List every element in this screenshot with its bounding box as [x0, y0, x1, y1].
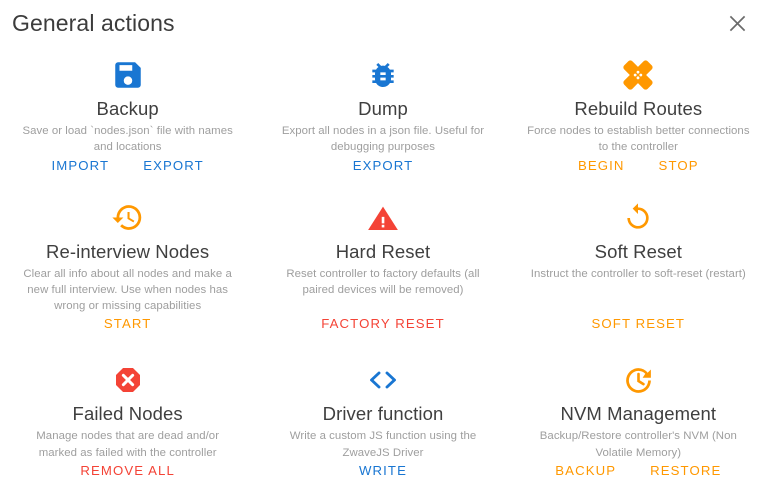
card-description: Reset controller to factory defaults (al…: [286, 267, 480, 296]
action-card-driver-function: Driver function Write a custom JS functi…: [255, 351, 510, 500]
card-title: Driver function: [322, 403, 444, 425]
card-actions: WRITE: [357, 461, 409, 494]
remove-all-button[interactable]: REMOVE ALL: [80, 462, 175, 478]
code-brackets-icon: [366, 361, 400, 399]
card-actions: START: [102, 314, 154, 345]
card-actions: IMPORT EXPORT: [50, 156, 206, 183]
action-card-soft-reset: Soft Reset Instruct the controller to so…: [511, 189, 766, 352]
page-title: General actions: [12, 9, 175, 36]
card-title: Failed Nodes: [72, 403, 183, 425]
refresh-restart-icon: [622, 199, 654, 237]
action-card-hard-reset: Hard Reset Reset controller to factory d…: [255, 189, 510, 352]
action-card-failed-nodes: Failed Nodes Manage nodes that are dead …: [0, 351, 255, 500]
factory-reset-button[interactable]: FACTORY RESET: [321, 316, 445, 332]
card-description: Force nodes to establish better connecti…: [527, 125, 750, 154]
card-description: Manage nodes that are dead and/or marked…: [36, 430, 220, 459]
floppy-disk-save-icon: [111, 56, 145, 94]
action-card-backup: Backup Save or load `nodes.json` file wi…: [0, 46, 255, 189]
action-card-re-interview-nodes: Re-interview Nodes Clear all info about …: [0, 189, 255, 352]
stop-button[interactable]: STOP: [658, 157, 699, 173]
card-title: Rebuild Routes: [574, 98, 703, 119]
card-title: Soft Reset: [594, 240, 683, 262]
warning-triangle-icon: [366, 199, 400, 237]
close-octagon-icon: [112, 361, 144, 399]
card-title: Backup: [96, 98, 159, 119]
action-card-nvm-management: NVM Management Backup/Restore controller…: [511, 351, 766, 500]
dialog-header: General actions: [0, 0, 766, 46]
card-description: Save or load `nodes.json` file with name…: [22, 125, 233, 154]
close-icon[interactable]: [724, 10, 750, 36]
card-description: Export all nodes in a json file. Useful …: [281, 125, 485, 154]
import-button[interactable]: IMPORT: [51, 157, 110, 173]
write-button[interactable]: WRITE: [358, 462, 407, 478]
start-button[interactable]: START: [103, 316, 152, 332]
card-title: Re-interview Nodes: [46, 240, 210, 262]
export-button[interactable]: EXPORT: [352, 157, 414, 173]
card-actions: BACKUP RESTORE: [553, 461, 723, 494]
begin-button[interactable]: BEGIN: [578, 157, 625, 173]
restore-button[interactable]: RESTORE: [650, 462, 722, 478]
card-description: Clear all info about all nodes and make …: [23, 267, 232, 312]
clock-restore-icon: [622, 361, 655, 399]
card-title: NVM Management: [560, 403, 717, 425]
action-card-dump: Dump Export all nodes in a json file. Us…: [255, 46, 510, 189]
actions-grid: Backup Save or load `nodes.json` file wi…: [0, 46, 766, 479]
card-actions: BEGIN STOP: [576, 156, 701, 183]
card-title: Dump: [358, 98, 408, 119]
action-card-rebuild-routes: Rebuild Routes Force nodes to establish …: [511, 46, 766, 189]
card-actions: REMOVE ALL: [78, 461, 177, 494]
history-restore-icon: [111, 199, 144, 237]
card-title: Hard Reset: [335, 240, 431, 262]
card-actions: EXPORT: [351, 156, 416, 183]
card-description: Backup/Restore controller's NVM (Non Vol…: [539, 430, 737, 459]
card-description: Instruct the controller to soft-reset (r…: [530, 267, 746, 280]
general-actions-dialog: General actions Backup Save or load `nod…: [0, 0, 766, 479]
bandage-healing-icon: [621, 56, 655, 94]
backup-button[interactable]: BACKUP: [555, 462, 617, 478]
card-actions: FACTORY RESET: [319, 314, 447, 345]
soft-reset-button[interactable]: SOFT RESET: [591, 316, 686, 332]
card-description: Write a custom JS function using the Zwa…: [289, 430, 477, 459]
card-actions: SOFT RESET: [590, 314, 688, 345]
export-button[interactable]: EXPORT: [143, 157, 204, 173]
bug-icon: [367, 56, 399, 94]
